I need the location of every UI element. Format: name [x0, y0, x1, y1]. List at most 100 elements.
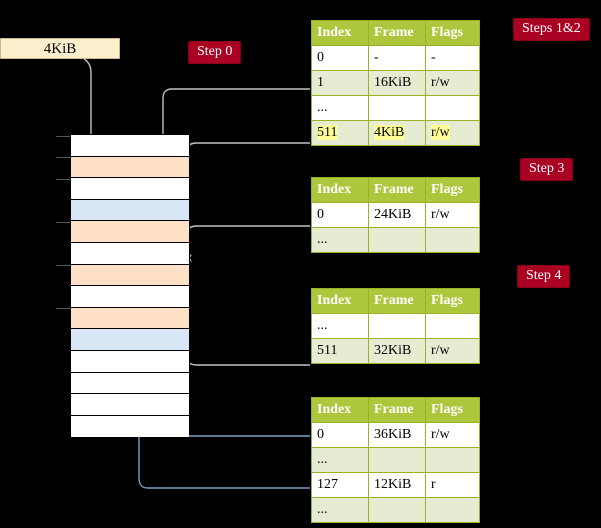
memory-frame-cell	[71, 350, 189, 373]
memory-frame-cell	[71, 199, 189, 222]
column-header-frame: Frame	[368, 397, 426, 423]
step-badge-step-0: Step 0	[188, 41, 242, 64]
cell-index: 1	[311, 70, 369, 96]
highlight-mark: r/w	[431, 125, 450, 140]
wire-l4-row511-to-memory	[180, 142, 310, 156]
column-header-index: Index	[311, 177, 369, 203]
column-header-index: Index	[311, 397, 369, 423]
step-badge-step-4: Step 4	[517, 265, 571, 288]
wire-l3-row0-to-memory	[185, 225, 310, 262]
cell-index: 127	[311, 472, 369, 498]
cell-frame	[368, 227, 426, 253]
memory-tick-3	[56, 222, 71, 223]
memory-tick-4	[56, 265, 71, 266]
table-header-row: Index Frame Flags	[311, 288, 480, 314]
memory-frame-cell	[71, 329, 189, 351]
memory-frame-cell	[71, 415, 189, 438]
memory-frame-cell	[71, 286, 189, 308]
highlight-mark: 4KiB	[374, 125, 405, 140]
cell-flags	[425, 227, 480, 253]
table-row[interactable]: 511 4KiB r/w	[311, 120, 480, 146]
table-row[interactable]: ...	[311, 227, 480, 253]
cell-index: 511	[311, 338, 369, 364]
column-header-flags: Flags	[425, 288, 480, 314]
cell-frame: 12KiB	[368, 472, 426, 498]
memory-frame-cell	[71, 242, 189, 265]
column-header-frame: Frame	[368, 288, 426, 314]
cell-flags	[425, 313, 480, 339]
cell-frame: 32KiB	[368, 338, 426, 364]
cell-frame	[368, 447, 426, 473]
cell-index: 511	[311, 120, 369, 146]
column-header-flags: Flags	[425, 177, 480, 203]
cell-frame: 36KiB	[368, 422, 426, 448]
memory-frame-cell	[71, 264, 189, 287]
memory-tick-2	[56, 179, 71, 180]
cell-flags: -	[425, 45, 480, 71]
table-row[interactable]: ...	[311, 313, 480, 339]
memory-frame-cell	[71, 221, 189, 243]
physical-memory-column	[70, 134, 190, 438]
memory-frame-cell	[71, 394, 189, 416]
table-row[interactable]: ...	[311, 95, 480, 121]
wire-l2-row511-to-memory	[180, 312, 310, 366]
table-header-row: Index Frame Flags	[311, 177, 480, 203]
column-header-index: Index	[311, 288, 369, 314]
memory-frame-cell	[71, 156, 189, 179]
highlight-mark: 511	[317, 125, 338, 140]
cell-flags: r/w	[425, 70, 480, 96]
table-row[interactable]: ...	[311, 497, 480, 523]
table-row[interactable]: ...	[311, 447, 480, 473]
cell-index: 0	[311, 45, 369, 71]
cell-frame: -	[368, 45, 426, 71]
cell-flags: r/w	[425, 202, 480, 228]
cell-flags	[425, 497, 480, 523]
memory-frame-cell	[71, 372, 189, 395]
column-header-index: Index	[311, 20, 369, 46]
memory-frame-cell	[71, 178, 189, 200]
step-badge-step-3: Step 3	[520, 158, 574, 181]
frame-size-label: 4KiB	[0, 38, 120, 59]
table-header-row: Index Frame Flags	[311, 20, 480, 46]
memory-frame-cell	[71, 135, 189, 157]
cell-index: ...	[311, 227, 369, 253]
column-header-frame: Frame	[368, 20, 426, 46]
memory-tick-0	[56, 136, 71, 137]
cell-frame	[368, 497, 426, 523]
table-row[interactable]: 0--	[311, 45, 480, 71]
cell-index: ...	[311, 313, 369, 339]
cell-frame	[368, 313, 426, 339]
step-badge-steps-1-2: Steps 1&2	[513, 18, 590, 41]
cell-index: ...	[311, 447, 369, 473]
table-header-row: Index Frame Flags	[311, 397, 480, 423]
cell-index: ...	[311, 497, 369, 523]
column-header-frame: Frame	[368, 177, 426, 203]
cell-flags	[425, 447, 480, 473]
cell-flags	[425, 95, 480, 121]
memory-tick-5	[56, 308, 71, 309]
memory-frame-cell	[71, 307, 189, 330]
memory-tick-1	[56, 157, 71, 158]
cell-frame: 24KiB	[368, 202, 426, 228]
cell-index: ...	[311, 95, 369, 121]
cell-flags: r/w	[425, 120, 480, 146]
cell-frame	[368, 95, 426, 121]
cell-index: 0	[311, 422, 369, 448]
cell-frame: 16KiB	[368, 70, 426, 96]
cell-flags: r/w	[425, 422, 480, 448]
cell-frame: 4KiB	[368, 120, 426, 146]
